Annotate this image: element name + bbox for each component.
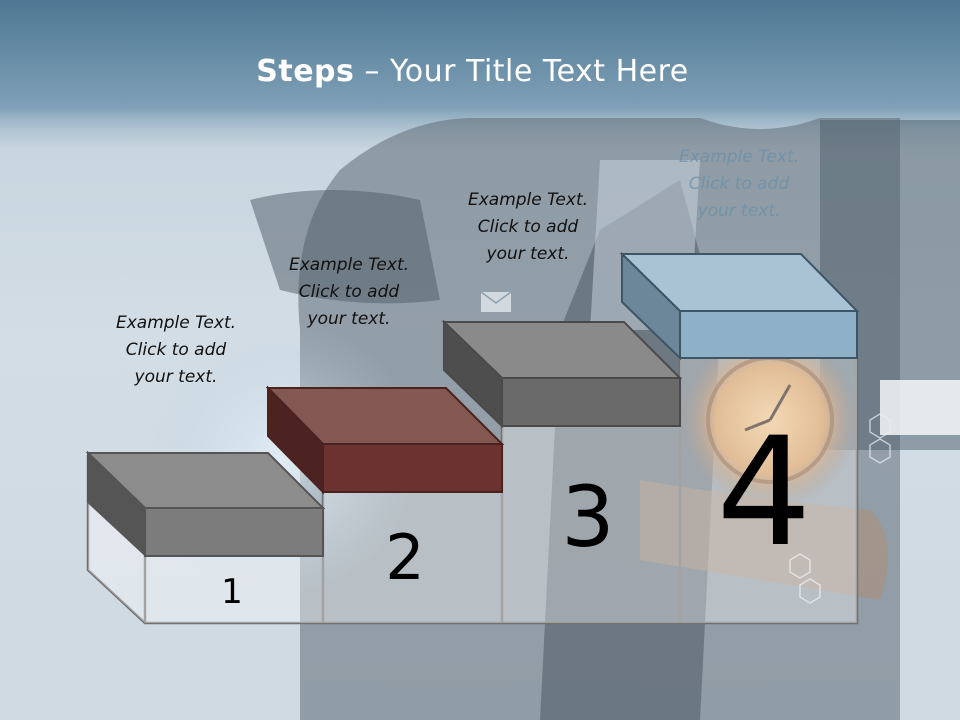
step-2-caption-line-1: Example Text. <box>288 255 410 275</box>
step-4-caption-line-1: Example Text. <box>678 147 800 167</box>
title-bold: Steps <box>256 54 355 89</box>
step-1-caption-line-2: Click to add <box>125 340 227 360</box>
step-3-caption-line-1: Example Text. <box>467 190 589 210</box>
step-2-caption-line-3: your text. <box>307 309 391 329</box>
step-2-number: 2 <box>385 521 425 594</box>
step-2-caption[interactable]: Example Text. Click to add your text. <box>269 252 429 333</box>
step-1-caption[interactable]: Example Text. Click to add your text. <box>96 310 256 391</box>
title-rest: – Your Title Text Here <box>354 54 689 89</box>
slide-title[interactable]: Steps – Your Title Text Here <box>0 54 945 89</box>
step-4-block[interactable] <box>619 251 860 361</box>
step-4-caption-line-3: your text. <box>697 201 781 221</box>
step-2-block[interactable] <box>265 385 505 495</box>
step-4-caption[interactable]: Example Text. Click to add your text. <box>659 144 819 225</box>
step-2-caption-line-2: Click to add <box>298 282 400 302</box>
step-1-caption-line-1: Example Text. <box>115 313 237 333</box>
step-4-caption-line-2: Click to add <box>688 174 790 194</box>
step-1-caption-line-3: your text. <box>134 367 218 387</box>
step-3-caption-line-2: Click to add <box>477 217 579 237</box>
step-4-number: 4 <box>716 406 812 580</box>
step-1-number: 1 <box>221 572 243 612</box>
step-3-caption-line-3: your text. <box>486 244 570 264</box>
step-1-block[interactable] <box>85 450 326 558</box>
step-3-caption[interactable]: Example Text. Click to add your text. <box>448 187 608 268</box>
step-3-block[interactable] <box>441 319 683 429</box>
step-3-number: 3 <box>561 468 615 566</box>
